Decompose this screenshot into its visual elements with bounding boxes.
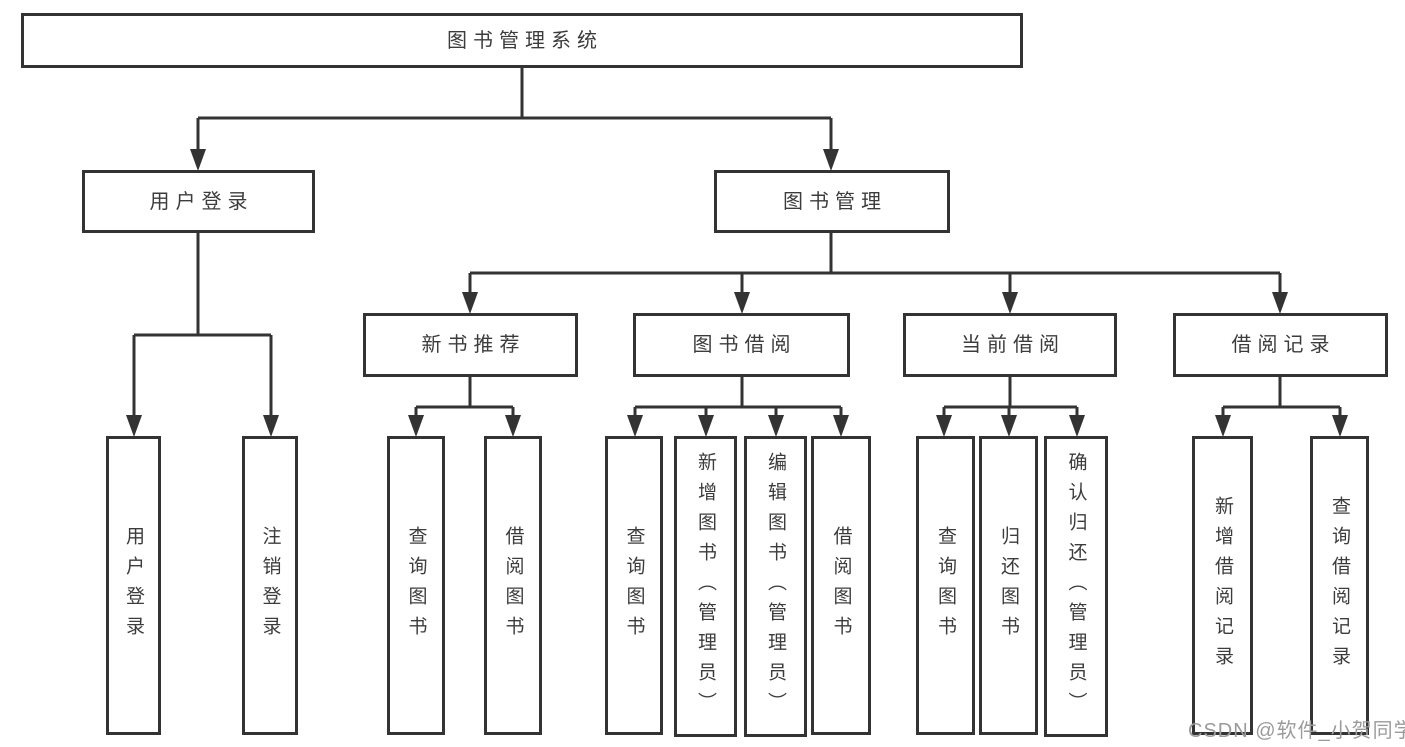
arrowhead [263,415,279,437]
arrowhead [1332,415,1348,437]
leaf-query-books-current: 查询图书 [916,436,975,735]
connector-group-current-borrow [936,377,1085,437]
arrowhead [190,149,206,171]
connector-group-book-borrow [627,377,849,437]
arrowhead [1002,292,1018,314]
arrowhead [1069,415,1085,437]
connector-group-borrow-records [1215,377,1348,437]
node-borrow-records: 借阅记录 [1173,313,1388,377]
leaf-user-login: 用户登录 [106,436,161,735]
arrowhead [823,149,839,171]
connector-group-book-mgmt [462,233,1288,314]
connector-group-root [190,68,839,171]
node-current-borrow: 当前借阅 [903,313,1117,377]
node-root: 图书管理系统 [21,13,1023,68]
node-user-login: 用户登录 [82,170,315,233]
arrowhead [126,415,142,437]
leaf-query-books-rec: 查询图书 [387,436,445,735]
arrowhead [408,415,424,437]
leaf-confirm-return: 确认归还（管理员） [1044,436,1108,737]
arrowhead [936,415,952,437]
arrowhead [1272,292,1288,314]
connector-group-new-book-rec [408,377,521,437]
leaf-borrow-books-rec: 借阅图书 [484,436,542,735]
leaf-add-book: 新增图书（管理员） [674,436,737,737]
node-book-borrow: 图书借阅 [633,313,850,377]
leaf-logout: 注销登录 [242,436,298,735]
arrowhead [1215,415,1231,437]
arrowhead [768,415,784,437]
node-new-book-rec: 新书推荐 [363,313,578,377]
leaf-edit-book: 编辑图书（管理员） [744,436,807,737]
arrowhead [698,415,714,437]
arrowhead [734,292,750,314]
node-book-mgmt: 图书管理 [714,170,950,233]
arrowhead [462,292,478,314]
arrowhead [627,415,643,437]
leaf-borrow-books: 借阅图书 [811,436,871,735]
arrowhead [833,415,849,437]
watermark: CSDN @软件_小贺同学 [1188,720,1405,742]
arrowhead [1001,415,1017,437]
connector-group-user-login [126,233,279,437]
leaf-add-borrow-record: 新增借阅记录 [1192,436,1253,735]
leaf-return-book: 归还图书 [979,436,1038,735]
arrowhead [505,415,521,437]
leaf-query-books-borrow: 查询图书 [605,436,663,735]
leaf-query-borrow-record: 查询借阅记录 [1310,436,1369,735]
